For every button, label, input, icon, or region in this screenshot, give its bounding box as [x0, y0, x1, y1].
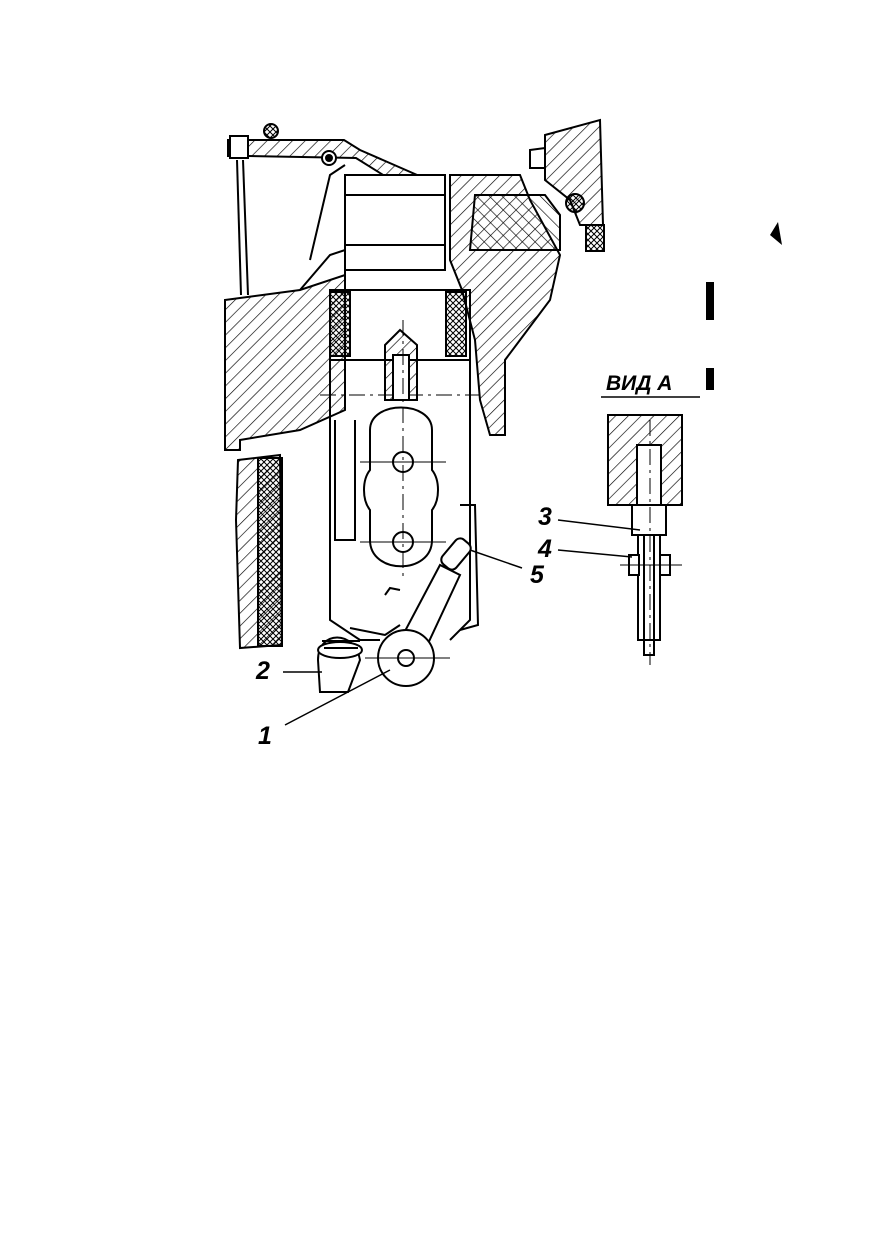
- callout-4: 4: [537, 535, 552, 563]
- leader-lines: [283, 519, 641, 726]
- central-body: [320, 174, 480, 641]
- leader-5: [469, 549, 523, 569]
- callout-2: 2: [255, 657, 270, 685]
- leader-3: [557, 519, 641, 531]
- connecting-link: [360, 320, 446, 580]
- view-a-detail: [601, 396, 700, 665]
- callout-3: 3: [538, 503, 552, 531]
- view-a-title: ВИД А: [606, 372, 672, 395]
- leader-4: [557, 549, 633, 558]
- top-lever: [227, 123, 441, 296]
- crank-lever: [349, 504, 480, 687]
- main-section-view: [224, 118, 605, 693]
- callout-1: 1: [258, 722, 272, 750]
- left-housing: [224, 164, 356, 650]
- callout-5: 5: [530, 561, 545, 589]
- edge-fragments: [706, 222, 782, 390]
- leader-1: [284, 669, 391, 726]
- cap-part: [316, 636, 363, 693]
- right-housing: [449, 118, 605, 436]
